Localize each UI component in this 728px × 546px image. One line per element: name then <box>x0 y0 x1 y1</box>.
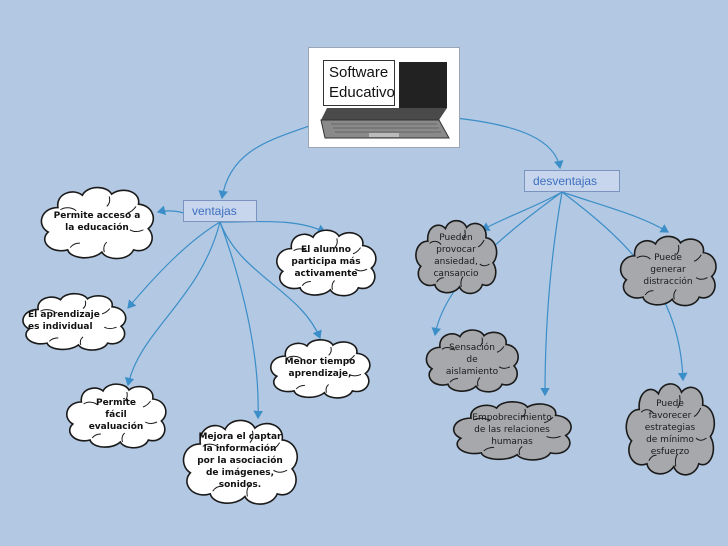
cloud-aislamiento: Sensación de aislamiento <box>422 326 522 394</box>
branch-ventajas: ventajas <box>183 200 257 222</box>
cloud-aislamiento-text: Sensación de aislamiento <box>445 343 499 377</box>
link-v-individual <box>127 221 221 309</box>
link-central-ventajas <box>218 124 313 200</box>
cloud-acceso-educacion-text: Permite acceso a la educación <box>53 211 141 233</box>
link-d-empobrecimiento <box>540 191 563 397</box>
cloud-mejora: Mejora el captar la información por la a… <box>178 415 302 507</box>
central-title: Software Educativo <box>323 60 395 106</box>
cloud-empobrecimiento-text: Empobrecimiento de las relaciones humana… <box>472 413 552 447</box>
link-d-ansiedad <box>480 191 563 231</box>
link-d-distraccion <box>561 191 670 233</box>
cloud-ansiedad-text: Pueden provocar ansiedad, cansancio <box>433 233 479 279</box>
cloud-evaluacion: Permite fácil evaluación <box>62 380 170 450</box>
cloud-mejora-text: Mejora el captar la información por la a… <box>197 432 283 490</box>
cloud-participa: El alumno participa más activamente <box>272 226 380 298</box>
cloud-ansiedad: Pueden provocar ansiedad, cansancio <box>412 216 500 296</box>
cloud-distraccion: Puede generar distracción <box>616 232 720 308</box>
cloud-esfuerzo-text: Puede favorecer estrategias de mínimo es… <box>644 399 696 457</box>
link-v-evaluacion <box>124 221 221 387</box>
cloud-distraccion-text: Puede generar distracción <box>643 253 693 287</box>
link-central-desventajas <box>454 117 564 170</box>
cloud-menor-tiempo-text: Menor tiempo aprendizaje, <box>284 357 356 379</box>
cloud-participa-text: El alumno participa más activamente <box>291 245 361 279</box>
branch-desventajas: desventajas <box>524 170 620 192</box>
link-v-mejora <box>219 221 264 420</box>
laptop-icon <box>320 62 450 139</box>
cloud-individual-text: El aprendizaje es individual <box>28 310 100 332</box>
cloud-empobrecimiento: Empobrecimiento de las relaciones humana… <box>448 398 576 462</box>
cloud-esfuerzo: Puede favorecer estrategias de mínimo es… <box>622 378 718 478</box>
link-v-menor <box>219 221 322 340</box>
cloud-acceso-educacion: Permite acceso a la educación <box>36 183 158 261</box>
cloud-menor-tiempo: Menor tiempo aprendizaje, <box>266 336 374 400</box>
cloud-individual: El aprendizaje es individual <box>18 290 130 352</box>
central-node: Software Educativo <box>308 47 460 148</box>
cloud-evaluacion-text: Permite fácil evaluación <box>88 398 144 432</box>
